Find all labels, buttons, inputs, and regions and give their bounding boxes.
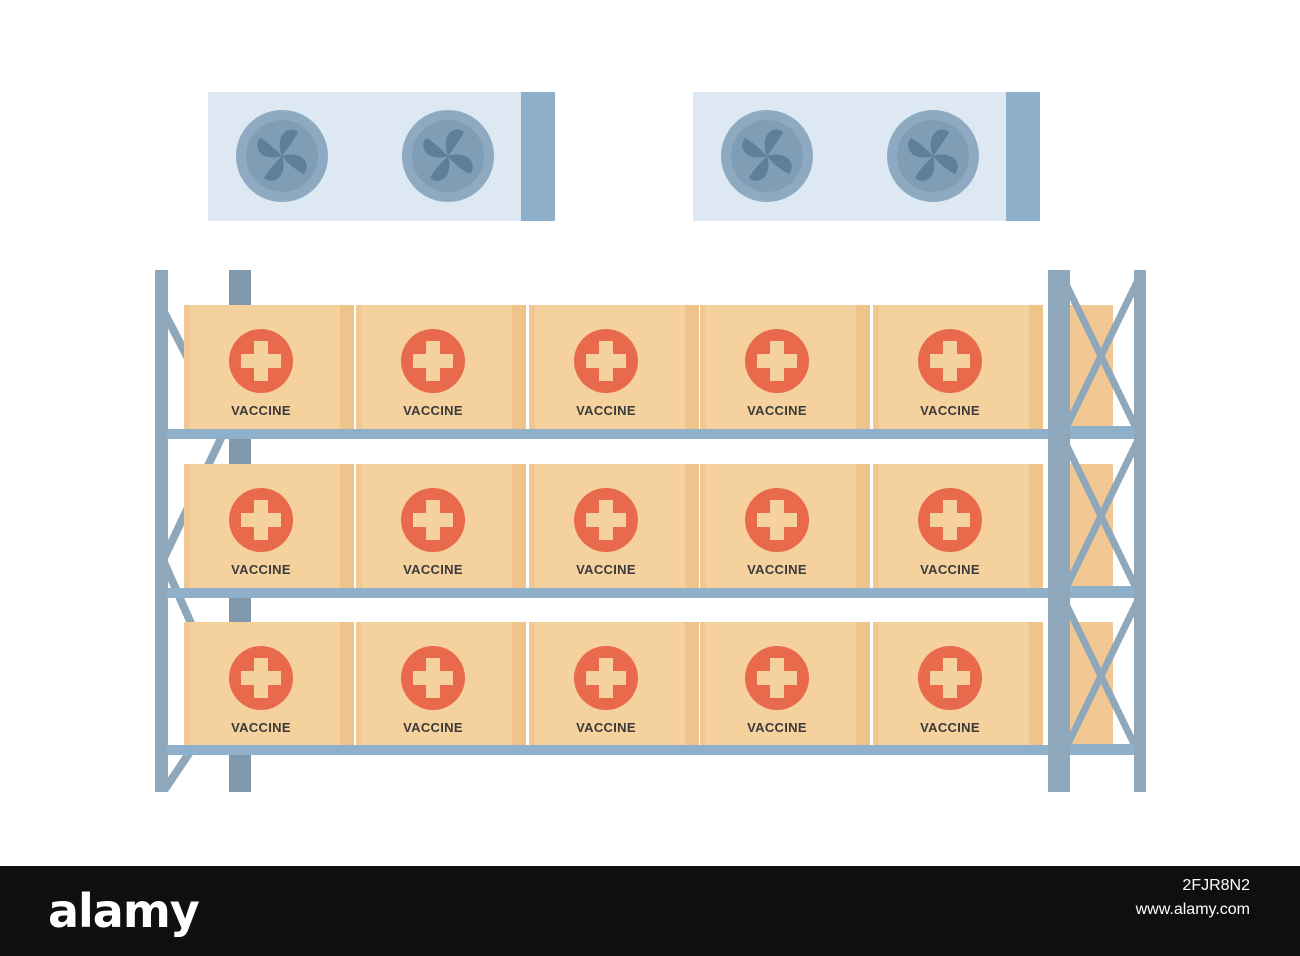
rack-front-post-left [155, 270, 167, 792]
site-url: www.alamy.com [1135, 901, 1250, 918]
medical-cross-icon [574, 488, 638, 552]
box-label: VACCINE [920, 720, 980, 735]
box-edge [356, 305, 362, 429]
box-edge [873, 305, 879, 429]
box-edge [873, 464, 879, 588]
box-label: VACCINE [747, 720, 807, 735]
rack-front-post-right [1048, 270, 1070, 792]
box-edge [184, 464, 190, 588]
box-edge [529, 305, 535, 429]
box-label: VACCINE [747, 403, 807, 418]
vaccine-box: VACCINE [700, 305, 870, 429]
box-edge [356, 464, 362, 588]
box-label: VACCINE [403, 720, 463, 735]
medical-cross-icon [229, 488, 293, 552]
medical-cross-icon [574, 646, 638, 710]
medical-cross-icon [401, 646, 465, 710]
shelf-beam [155, 429, 1145, 439]
vaccine-box: VACCINE [529, 622, 699, 746]
vaccine-box: VACCINE [184, 305, 354, 429]
box-label: VACCINE [920, 403, 980, 418]
cooling-fan-icon [887, 110, 979, 202]
medical-cross-icon [918, 488, 982, 552]
watermark-footer: alamy 2FJR8N2 www.alamy.com [0, 866, 1300, 956]
box-label: VACCINE [576, 562, 636, 577]
cooling-fan-icon [721, 110, 813, 202]
box-edge [700, 622, 706, 746]
box-label: VACCINE [231, 720, 291, 735]
cooling-unit-left [208, 92, 555, 221]
box-edge [356, 622, 362, 746]
image-id: 2FJR8N2 [1182, 877, 1250, 894]
box-edge [873, 622, 879, 746]
rack-right-brace [1060, 278, 1142, 754]
medical-cross-icon [745, 329, 809, 393]
vaccine-box: VACCINE [529, 305, 699, 429]
box-label: VACCINE [231, 403, 291, 418]
vaccine-box: VACCINE [700, 464, 870, 588]
vaccine-box: VACCINE [356, 464, 526, 588]
alamy-logo: alamy [48, 884, 200, 938]
medical-cross-icon [574, 329, 638, 393]
vaccine-box: VACCINE [184, 622, 354, 746]
vaccine-box: VACCINE [529, 464, 699, 588]
image-reference: 2FJR8N2 www.alamy.com [1136, 874, 1250, 922]
box-label: VACCINE [747, 562, 807, 577]
vaccine-box: VACCINE [873, 305, 1043, 429]
cooling-unit-right [693, 92, 1040, 221]
box-label: VACCINE [920, 562, 980, 577]
box-label: VACCINE [576, 720, 636, 735]
box-label: VACCINE [403, 403, 463, 418]
medical-cross-icon [918, 329, 982, 393]
box-edge [700, 305, 706, 429]
medical-cross-icon [745, 488, 809, 552]
cold-storage-illustration: VACCINE VACCINE VACCINE VACCINE VACCINE VACCI… [155, 92, 1146, 792]
box-label: VACCINE [403, 562, 463, 577]
cooling-unit-side-panel [521, 92, 555, 221]
cooling-fan-icon [236, 110, 328, 202]
vaccine-box: VACCINE [356, 622, 526, 746]
vaccine-box: VACCINE [356, 305, 526, 429]
vaccine-box: VACCINE [873, 464, 1043, 588]
medical-cross-icon [401, 329, 465, 393]
vaccine-box: VACCINE [873, 622, 1043, 746]
vaccine-box: VACCINE [700, 622, 870, 746]
box-edge [184, 305, 190, 429]
cooling-fan-icon [402, 110, 494, 202]
shelf-beam [155, 745, 1145, 755]
medical-cross-icon [229, 329, 293, 393]
box-label: VACCINE [231, 562, 291, 577]
cooling-unit-side-panel [1006, 92, 1040, 221]
box-edge [700, 464, 706, 588]
medical-cross-icon [229, 646, 293, 710]
box-edge [529, 622, 535, 746]
box-label: VACCINE [576, 403, 636, 418]
box-edge [529, 464, 535, 588]
rack-rear-post-right [1134, 270, 1146, 792]
shelf-beam [155, 588, 1145, 598]
vaccine-box: VACCINE [184, 464, 354, 588]
medical-cross-icon [745, 646, 809, 710]
medical-cross-icon [918, 646, 982, 710]
box-edge [184, 622, 190, 746]
medical-cross-icon [401, 488, 465, 552]
